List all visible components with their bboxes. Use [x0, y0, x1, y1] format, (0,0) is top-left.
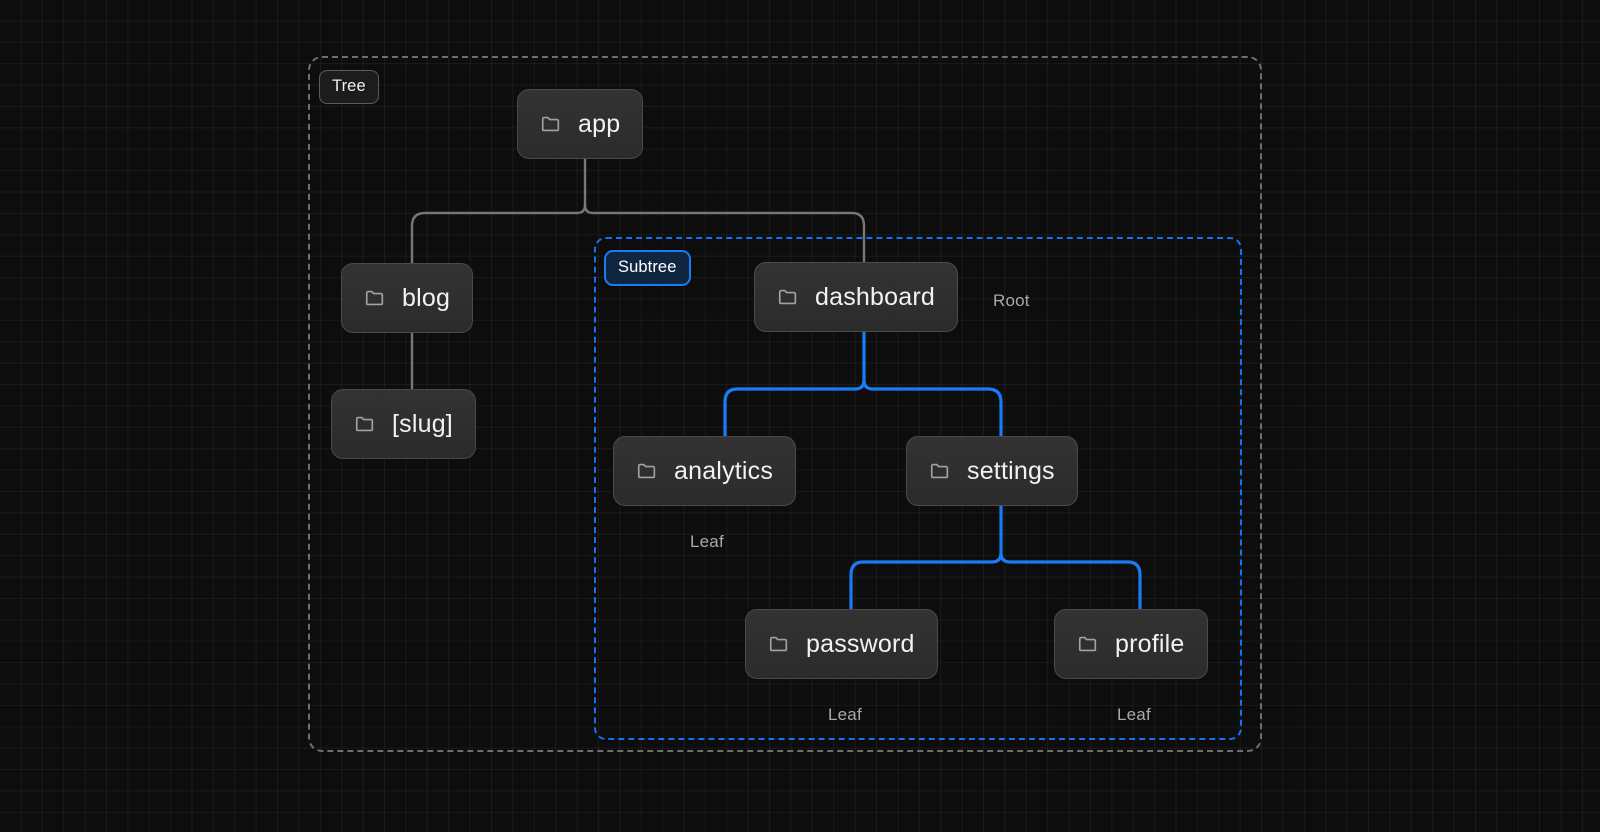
- annotation-leaf-password: Leaf: [828, 705, 862, 724]
- node-app[interactable]: app: [517, 89, 644, 159]
- node-analytics[interactable]: analytics: [613, 436, 797, 506]
- folder-icon: [930, 463, 949, 479]
- folder-icon: [365, 290, 384, 306]
- node-analytics-label: analytics: [674, 456, 774, 485]
- node-settings-label: settings: [967, 456, 1055, 485]
- subtree-group-frame[interactable]: [594, 237, 1242, 740]
- node-blog[interactable]: blog: [341, 263, 474, 333]
- subtree-group-badge-label: Subtree: [618, 258, 677, 276]
- folder-icon: [637, 463, 656, 479]
- folder-icon: [769, 636, 788, 652]
- node-blog-label: blog: [402, 283, 451, 312]
- annotation-root: Root: [993, 291, 1030, 310]
- folder-icon: [1078, 636, 1097, 652]
- annotation-leaf-analytics: Leaf: [690, 532, 724, 551]
- folder-icon: [778, 289, 797, 305]
- node-slug[interactable]: [slug]: [331, 389, 476, 459]
- node-settings[interactable]: settings: [906, 436, 1078, 506]
- folder-icon: [541, 116, 560, 132]
- folder-icon: [355, 416, 374, 432]
- node-dashboard[interactable]: dashboard: [754, 262, 958, 332]
- node-profile-label: profile: [1115, 629, 1185, 658]
- node-profile[interactable]: profile: [1054, 609, 1208, 679]
- tree-group-badge-label: Tree: [332, 77, 366, 95]
- node-slug-label: [slug]: [392, 409, 453, 438]
- annotation-leaf-profile: Leaf: [1117, 705, 1151, 724]
- node-password[interactable]: password: [745, 609, 938, 679]
- tree-group-badge[interactable]: Tree: [319, 70, 379, 104]
- node-dashboard-label: dashboard: [815, 282, 935, 311]
- node-app-label: app: [578, 109, 621, 138]
- subtree-group-badge[interactable]: Subtree: [604, 250, 691, 286]
- node-password-label: password: [806, 629, 915, 658]
- tree-group-frame[interactable]: [308, 56, 1262, 752]
